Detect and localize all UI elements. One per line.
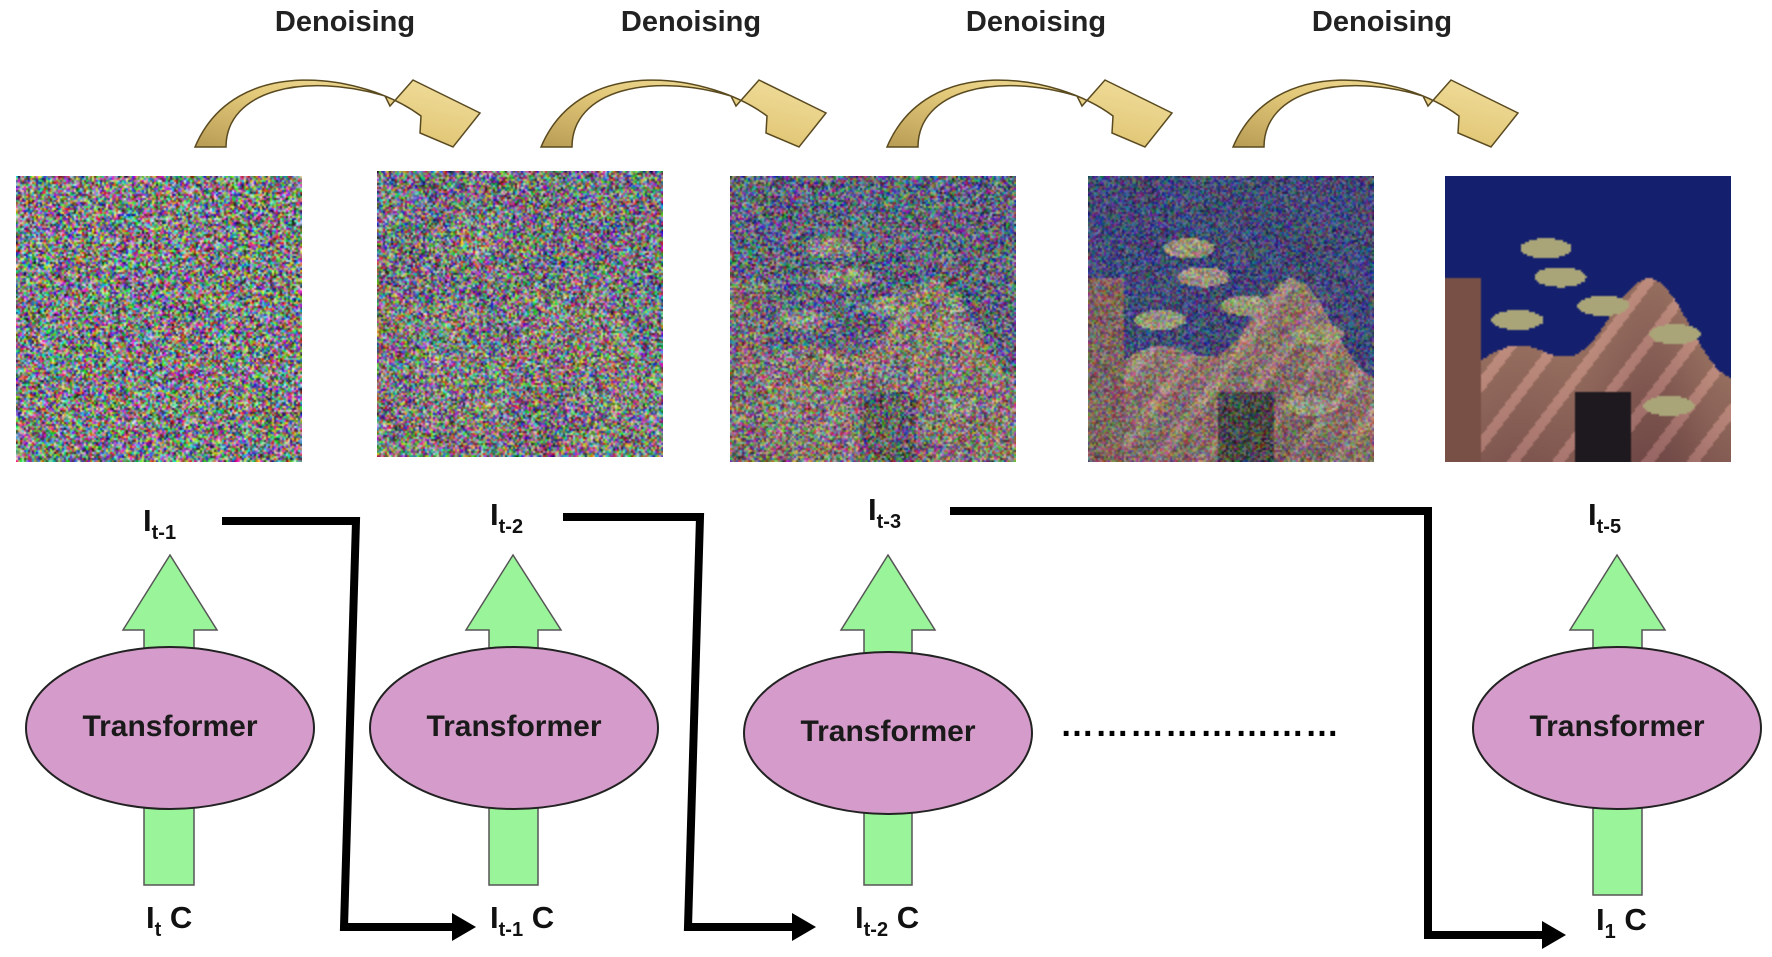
denoising-label-4: Denoising (1282, 6, 1482, 39)
transformer-label-1: Transformer (30, 710, 310, 744)
transformer-label-2: Transformer (374, 710, 654, 744)
output-label-4: It-5 (1588, 497, 1621, 539)
output-label-1: It-1 (143, 503, 176, 545)
denoising-label-1: Denoising (245, 6, 445, 39)
output-label-2: It-2 (490, 497, 523, 539)
transformer-label-4: Transformer (1477, 710, 1757, 744)
clean-image-final (1445, 176, 1731, 462)
denoising-label-2: Denoising (591, 6, 791, 39)
noisy-image-step-2 (377, 171, 663, 457)
input-label-4: I1 C (1596, 902, 1647, 944)
transformer-label-3: Transformer (748, 715, 1028, 749)
noisy-image-step-1 (16, 176, 302, 462)
denoising-label-3: Denoising (936, 6, 1136, 39)
input-label-1: It C (146, 900, 192, 942)
input-label-3: It-2 C (855, 900, 919, 942)
connector-arrowhead-1 (452, 913, 476, 941)
input-label-2: It-1 C (490, 900, 554, 942)
denoising-curve-arrow-4 (1233, 80, 1518, 147)
connector-arrowhead-2 (792, 913, 816, 941)
connector-arrowhead-3 (1542, 921, 1566, 949)
noisy-image-step-3 (730, 176, 1016, 462)
denoising-curve-arrow-3 (887, 80, 1172, 147)
denoising-curve-arrow-1 (195, 80, 480, 147)
ellipsis-dots: …………………… (1060, 706, 1340, 745)
noisy-image-step-4 (1088, 176, 1374, 462)
denoising-curve-arrow-2 (541, 80, 826, 147)
output-label-3: It-3 (868, 492, 901, 534)
